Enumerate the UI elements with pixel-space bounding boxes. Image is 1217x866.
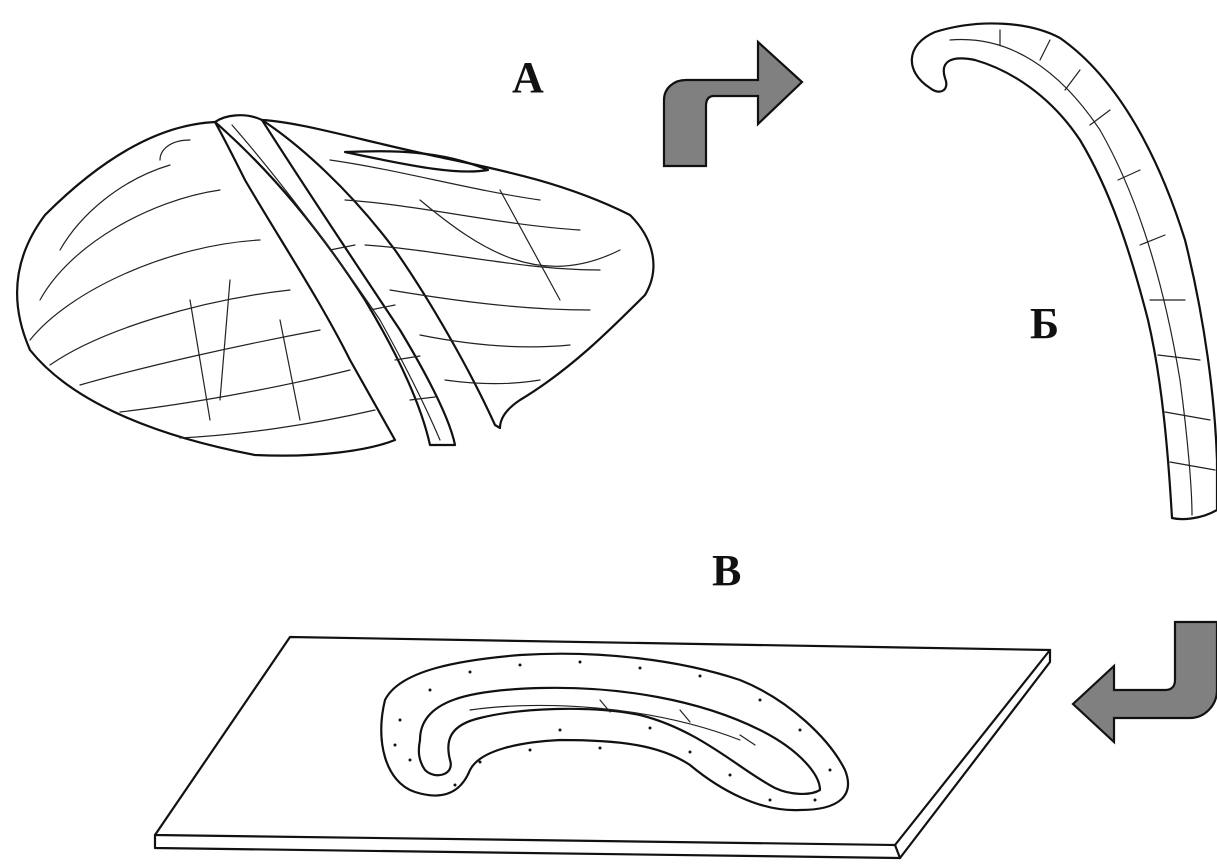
label-b: Б bbox=[1030, 299, 1059, 348]
curved-arrow-left-icon bbox=[1073, 622, 1217, 742]
shell-whole-illustration bbox=[17, 115, 653, 455]
shell-section-strip bbox=[912, 23, 1217, 519]
embedded-section bbox=[381, 654, 848, 810]
label-a: А bbox=[512, 53, 544, 102]
glass-slide bbox=[155, 637, 1050, 858]
label-v: В bbox=[712, 546, 741, 595]
curved-arrow-right-icon bbox=[664, 42, 802, 166]
